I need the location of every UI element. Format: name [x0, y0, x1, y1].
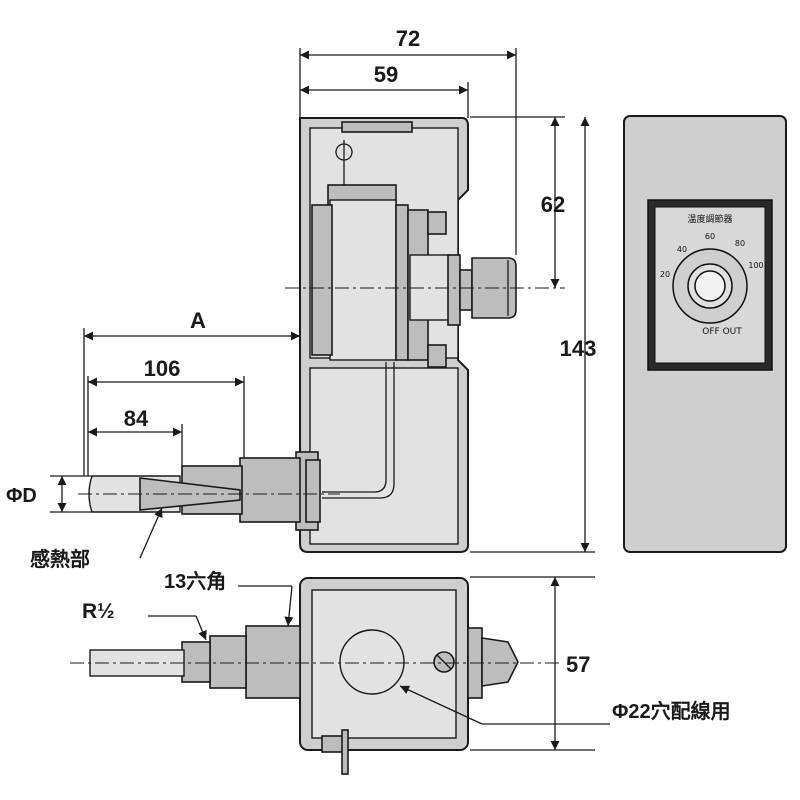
dim-84: 84: [124, 406, 149, 431]
front-view: 温度調節器 20 40 60 80 100 OFF OUT: [623, 115, 787, 553]
dial-off-out: OFF OUT: [702, 327, 742, 337]
dial-scale-80: 80: [735, 239, 745, 248]
label-wiring-hole: Φ22穴配線用: [612, 699, 731, 723]
dim-62: 62: [541, 192, 565, 217]
dial-scale-60: 60: [705, 232, 715, 241]
label-hex-13: 13六角: [164, 569, 226, 593]
side-dimensions: 72 59 62 143 A 106 84 ΦD 感熱部: [6, 26, 596, 571]
label-thread-r-half: R½: [82, 600, 115, 623]
side-view: [78, 117, 565, 553]
dim-phi-d: ΦD: [6, 485, 37, 507]
dial-scale-20: 20: [660, 270, 670, 279]
dial-scale-40: 40: [677, 245, 687, 254]
dial-scale-100: 100: [748, 261, 763, 270]
bottom-dimensions: 57 13六角 R½ Φ22穴配線用: [82, 569, 731, 751]
dim-72: 72: [396, 26, 420, 51]
bottom-view: [70, 577, 560, 775]
dim-143: 143: [560, 336, 597, 361]
dim-59: 59: [374, 62, 398, 87]
dim-a: A: [190, 308, 206, 333]
label-sensing-part: 感熱部: [30, 547, 90, 571]
dim-57: 57: [566, 652, 590, 677]
dim-106: 106: [144, 356, 181, 381]
dial-title: 温度調節器: [687, 213, 732, 225]
